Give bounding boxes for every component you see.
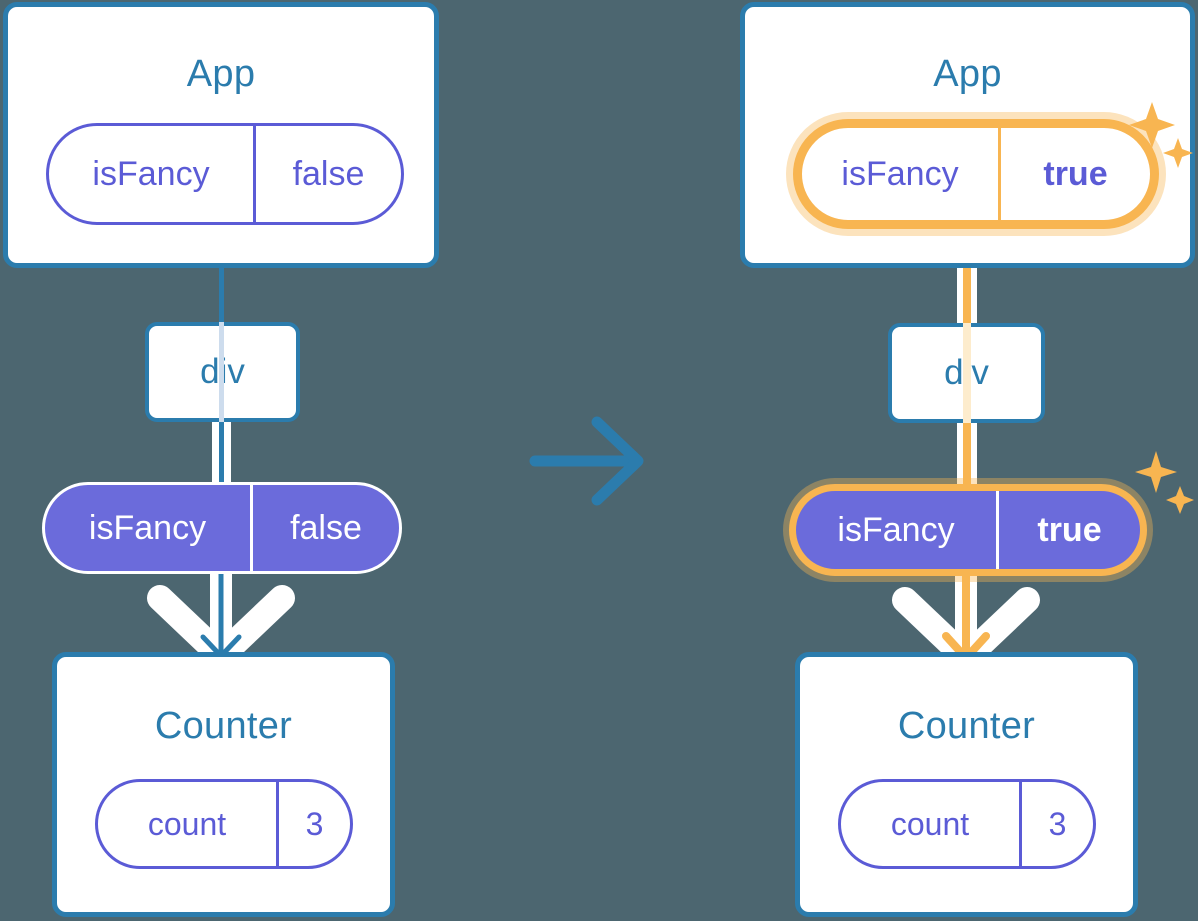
counter-state-pill-key-before: count xyxy=(147,805,227,842)
app-state-pill-value-after: true xyxy=(998,128,1150,220)
prop-pill-value-after: true xyxy=(996,491,1140,569)
app-state-pill-after[interactable]: isFancy true xyxy=(793,119,1159,229)
counter-state-pill-key-after: count xyxy=(890,805,970,842)
counter-card-before: Counter count 3 xyxy=(52,652,395,917)
app-card-title-after: App xyxy=(933,53,1002,95)
counter-card-title-after: Counter xyxy=(897,705,1036,747)
app-state-pill-before[interactable]: isFancy false xyxy=(46,123,404,225)
app-state-pill-value-before: false xyxy=(253,126,401,222)
app-card-after: App isFancy true xyxy=(740,2,1195,268)
connector-div-to-prop-after xyxy=(963,419,971,511)
counter-state-pill-value-after: 3 xyxy=(1019,782,1093,866)
sparkle-icon-app-after xyxy=(1129,102,1193,168)
prop-pill-before[interactable]: isFancy false xyxy=(42,482,402,574)
app-card-title-before: App xyxy=(186,53,256,95)
connector-inside-div-after xyxy=(963,323,971,423)
connector-div-to-prop-before xyxy=(219,418,224,508)
app-state-pill-key-before: isFancy xyxy=(92,154,210,193)
counter-card-after: Counter count 3 xyxy=(795,652,1138,917)
counter-state-pill-after[interactable]: count 3 xyxy=(838,779,1096,869)
sparkle-icon-prop-after xyxy=(1135,451,1194,514)
prop-pill-value-before: false xyxy=(250,485,399,571)
prop-pill-key-before: isFancy xyxy=(88,508,207,547)
prop-pill-key-after: isFancy xyxy=(837,510,955,549)
counter-card-title-before: Counter xyxy=(154,705,293,747)
connector-inside-div-before xyxy=(219,322,224,422)
counter-state-pill-before[interactable]: count 3 xyxy=(95,779,353,869)
app-card-before: App isFancy false xyxy=(3,2,439,268)
app-state-pill-key-after: isFancy xyxy=(841,154,959,193)
counter-state-pill-value-before: 3 xyxy=(276,782,350,866)
prop-pill-after[interactable]: isFancy true xyxy=(789,484,1147,576)
